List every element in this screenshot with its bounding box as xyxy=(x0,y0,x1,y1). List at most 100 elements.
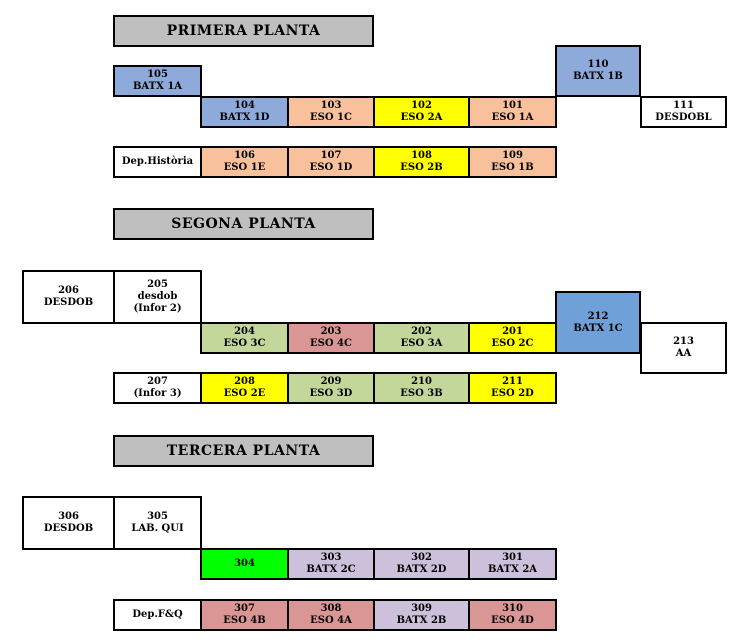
room-label: ESO 1C xyxy=(310,112,352,123)
room-number: 104 xyxy=(234,100,255,111)
room-302[interactable]: 302 BATX 2D xyxy=(373,548,470,580)
room-203[interactable]: 203 ESO 4C xyxy=(287,322,375,354)
room-number: 210 xyxy=(411,376,432,387)
floor-title-segona: SEGONA PLANTA xyxy=(113,208,374,240)
room-number: 204 xyxy=(234,326,255,337)
room-201[interactable]: 201 ESO 2C xyxy=(468,322,557,354)
room-label: ESO 4B xyxy=(223,615,266,626)
room-206[interactable]: 206 DESDOB xyxy=(22,270,115,324)
room-number: 304 xyxy=(234,558,255,569)
room-number: 303 xyxy=(320,552,342,563)
floor-title-text: SEGONA PLANTA xyxy=(171,216,316,232)
room-101[interactable]: 101 ESO 1A xyxy=(468,96,557,128)
room-306[interactable]: 306 DESDOB xyxy=(22,496,115,550)
room-303[interactable]: 303 BATX 2C xyxy=(287,548,375,580)
dept-fq[interactable]: Dep.F&Q xyxy=(113,599,202,631)
floor-title-tercera: TERCERA PLANTA xyxy=(113,435,374,467)
room-number: 212 xyxy=(587,310,609,322)
room-label: ESO 3A xyxy=(400,338,443,349)
room-310[interactable]: 310 ESO 4D xyxy=(468,599,557,631)
room-108[interactable]: 108 ESO 2B xyxy=(373,146,470,178)
room-number: 105 xyxy=(147,69,168,80)
room-label: ESO 1D xyxy=(309,162,353,173)
room-number: 107 xyxy=(320,150,342,161)
room-number: 109 xyxy=(502,150,523,161)
room-number: 201 xyxy=(502,326,523,337)
room-number: 111 xyxy=(673,100,694,111)
room-number: 202 xyxy=(411,326,432,337)
room-301[interactable]: 301 BATX 2A xyxy=(468,548,557,580)
room-number: 209 xyxy=(320,376,342,387)
room-label: DESDOBL xyxy=(655,112,712,123)
room-number: 309 xyxy=(411,603,432,614)
room-105[interactable]: 105 BATX 1A xyxy=(113,65,202,97)
room-307[interactable]: 307 ESO 4B xyxy=(200,599,289,631)
room-number: 306 xyxy=(58,511,79,522)
room-label: ESO 4A xyxy=(310,615,352,626)
room-number: 307 xyxy=(234,603,255,614)
room-103[interactable]: 103 ESO 1C xyxy=(287,96,375,128)
room-label: ESO 1E xyxy=(223,162,266,173)
room-111[interactable]: 111 DESDOBL xyxy=(640,96,727,128)
room-109[interactable]: 109 ESO 1B xyxy=(468,146,557,178)
room-104[interactable]: 104 BATX 1D xyxy=(200,96,289,128)
room-208[interactable]: 208 ESO 2E xyxy=(200,372,289,404)
room-212[interactable]: 212 BATX 1C xyxy=(555,291,641,354)
room-number: 308 xyxy=(320,603,342,614)
room-label: ESO 4C xyxy=(310,338,352,349)
room-label: DESDOB xyxy=(43,523,94,534)
room-210[interactable]: 210 ESO 3B xyxy=(373,372,470,404)
room-label: LAB. QUI xyxy=(131,523,184,534)
room-305[interactable]: 305 LAB. QUI xyxy=(113,496,202,550)
room-number: 205 xyxy=(147,279,168,290)
room-number: 301 xyxy=(502,552,523,563)
room-number: 208 xyxy=(234,376,255,387)
room-label: BATX 2D xyxy=(396,564,447,575)
room-309[interactable]: 309 BATX 2B xyxy=(373,599,470,631)
room-label: BATX 2B xyxy=(396,615,447,626)
room-209[interactable]: 209 ESO 3D xyxy=(287,372,375,404)
room-label: Dep.Història xyxy=(121,156,194,167)
room-label: ESO 3C xyxy=(223,338,266,349)
room-label: ESO 2E xyxy=(223,388,266,399)
room-label: BATX 2C xyxy=(306,564,356,575)
room-number: 110 xyxy=(587,59,609,70)
room-308[interactable]: 308 ESO 4A xyxy=(287,599,375,631)
room-number: 302 xyxy=(411,552,432,563)
room-label: ESO 2C xyxy=(491,338,534,349)
room-number: 108 xyxy=(411,150,432,161)
room-label: Dep.F&Q xyxy=(132,609,183,620)
room-label: BATX 1B xyxy=(573,71,623,82)
room-304[interactable]: 304 xyxy=(200,548,289,580)
room-205[interactable]: 205 desdob (Infor 2) xyxy=(113,270,202,324)
room-label-secondary: (Infor 2) xyxy=(133,303,182,314)
room-number: 106 xyxy=(234,150,255,161)
room-label: ESO 4D xyxy=(491,615,534,626)
floor-title-text: TERCERA PLANTA xyxy=(166,443,321,459)
room-207[interactable]: 207 (Infor 3) xyxy=(113,372,202,404)
room-label: DESDOB xyxy=(43,297,94,308)
room-number: 206 xyxy=(58,285,79,296)
room-label: ESO 1B xyxy=(491,162,534,173)
room-label: ESO 1A xyxy=(491,112,534,123)
room-label: ESO 3D xyxy=(309,388,353,399)
room-211[interactable]: 211 ESO 2D xyxy=(468,372,557,404)
room-202[interactable]: 202 ESO 3A xyxy=(373,322,470,354)
dept-historia[interactable]: Dep.Història xyxy=(113,146,202,178)
room-label: ESO 3B xyxy=(400,388,443,399)
room-number: 305 xyxy=(147,511,168,522)
room-label: desdob xyxy=(137,291,178,302)
room-number: 203 xyxy=(320,326,342,337)
room-204[interactable]: 204 ESO 3C xyxy=(200,322,289,354)
room-number: 101 xyxy=(502,100,523,111)
room-102[interactable]: 102 ESO 2A xyxy=(373,96,470,128)
room-label: AA xyxy=(675,348,692,359)
room-213[interactable]: 213 AA xyxy=(640,322,727,374)
room-110[interactable]: 110 BATX 1B xyxy=(555,45,641,97)
room-106[interactable]: 106 ESO 1E xyxy=(200,146,289,178)
room-label: BATX 2A xyxy=(487,564,538,575)
room-label: BATX 1D xyxy=(219,112,270,123)
room-107[interactable]: 107 ESO 1D xyxy=(287,146,375,178)
room-label: BATX 1A xyxy=(132,81,183,92)
room-label: ESO 2A xyxy=(400,112,443,123)
